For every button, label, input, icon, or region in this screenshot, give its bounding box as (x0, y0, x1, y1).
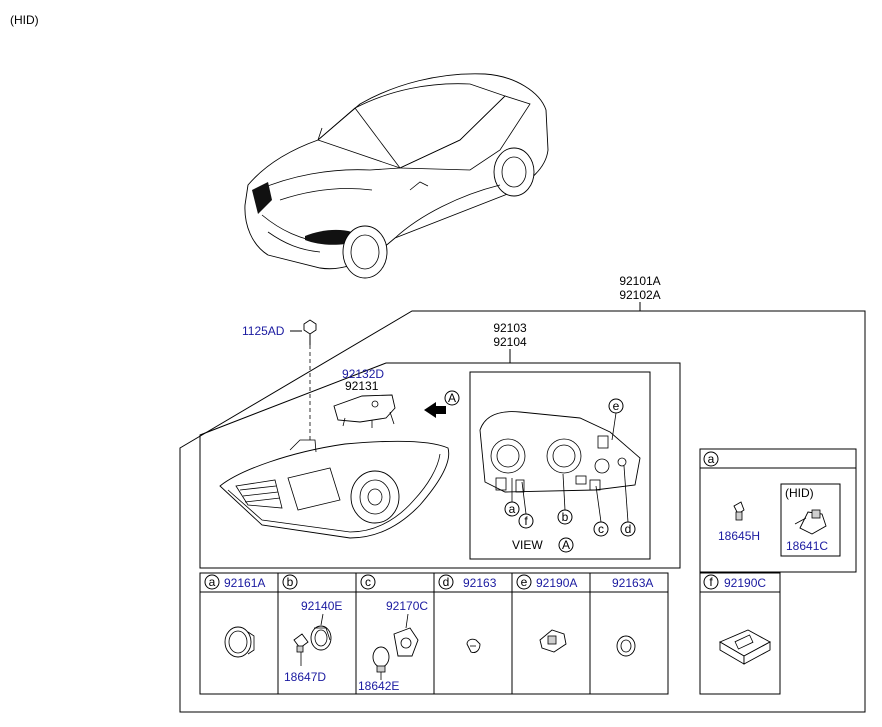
ring-icon (224, 626, 255, 658)
part-18641c: 18641C (786, 539, 828, 553)
inset-a-box (699, 448, 857, 573)
svg-text:92163A: 92163A (612, 576, 653, 590)
table-cell-d: d 92163 (438, 574, 497, 653)
housing-label-2: 92104 (493, 335, 527, 349)
svg-text:92163: 92163 (463, 576, 497, 590)
small-bulb-icon (293, 633, 309, 653)
hid-box-label: (HID) (785, 486, 814, 500)
svg-text:f: f (709, 575, 713, 589)
bulb-18645h-icon (733, 501, 745, 521)
svg-text:b: b (562, 510, 569, 524)
svg-text:92190C: 92190C (724, 576, 766, 590)
bolt-icon (303, 319, 317, 345)
view-letter: A (562, 538, 570, 552)
table-cell-b: b 92140E 18647D (282, 574, 342, 684)
svg-text:92161A: 92161A (224, 576, 265, 590)
housing-frame (199, 362, 681, 569)
view-callout-e: e (608, 398, 624, 441)
view-arrow-icon (424, 402, 446, 418)
svg-text:b: b (287, 575, 294, 589)
svg-text:18642E: 18642E (358, 679, 399, 693)
svg-text:92140E: 92140E (301, 599, 342, 613)
assembly-label-1: 92101A (619, 274, 660, 288)
svg-text:e: e (521, 575, 528, 589)
hid-box (780, 483, 841, 557)
inset-a-letter: a (708, 452, 715, 466)
hid-bulb-icon (794, 509, 827, 535)
table-cell-a: a 92161A (204, 574, 265, 658)
plug-icon (466, 638, 481, 653)
view-arrow-letter: A (448, 391, 456, 405)
bolt-part-label: 1125AD (242, 324, 285, 338)
table-cell-f: f 92190C (699, 572, 781, 695)
view-callout-a: a (504, 478, 520, 517)
svg-text:d: d (625, 522, 632, 536)
housing-label-1: 92103 (493, 321, 527, 335)
assembly-label-2: 92102A (619, 288, 660, 302)
assembly-frame (179, 310, 866, 713)
sleeve-icon (616, 635, 636, 657)
headlamp-icon (219, 439, 450, 539)
car-illustration (244, 73, 549, 279)
svg-text:92190A: 92190A (536, 576, 577, 590)
connector-icon (539, 629, 567, 653)
view-callout-b: b (557, 473, 573, 525)
bulb-18642e-icon (372, 646, 390, 673)
page-label: (HID) (10, 13, 39, 27)
bracket-label-1: 92132D (342, 367, 384, 381)
bulb-socket-icon (393, 627, 419, 657)
view-callout-d: d (620, 465, 636, 537)
socket-icon (310, 625, 332, 651)
ballast-module-icon (719, 629, 771, 665)
svg-text:e: e (613, 399, 620, 413)
svg-text:18647D: 18647D (284, 670, 326, 684)
svg-text:a: a (509, 502, 516, 516)
part-18645h: 18645H (718, 529, 760, 543)
svg-text:c: c (365, 575, 371, 589)
table-cell-c: c 92170C 18642E (358, 574, 428, 693)
view-label: VIEW (512, 538, 543, 552)
bracket-label-2: 92131 (345, 379, 379, 393)
view-a-box (469, 371, 651, 560)
svg-text:c: c (598, 522, 604, 536)
svg-text:a: a (209, 575, 216, 589)
view-callout-f: f (518, 481, 534, 529)
bracket-icon (333, 394, 396, 428)
parts-table (199, 572, 669, 695)
lamp-rear-icon (479, 411, 641, 493)
table-cell-e: e 92190A (516, 574, 577, 653)
svg-text:f: f (524, 514, 528, 528)
svg-text:d: d (443, 575, 450, 589)
svg-text:92170C: 92170C (386, 599, 428, 613)
view-callout-c: c (593, 485, 609, 537)
table-cell-92163a: 92163A (612, 576, 653, 657)
